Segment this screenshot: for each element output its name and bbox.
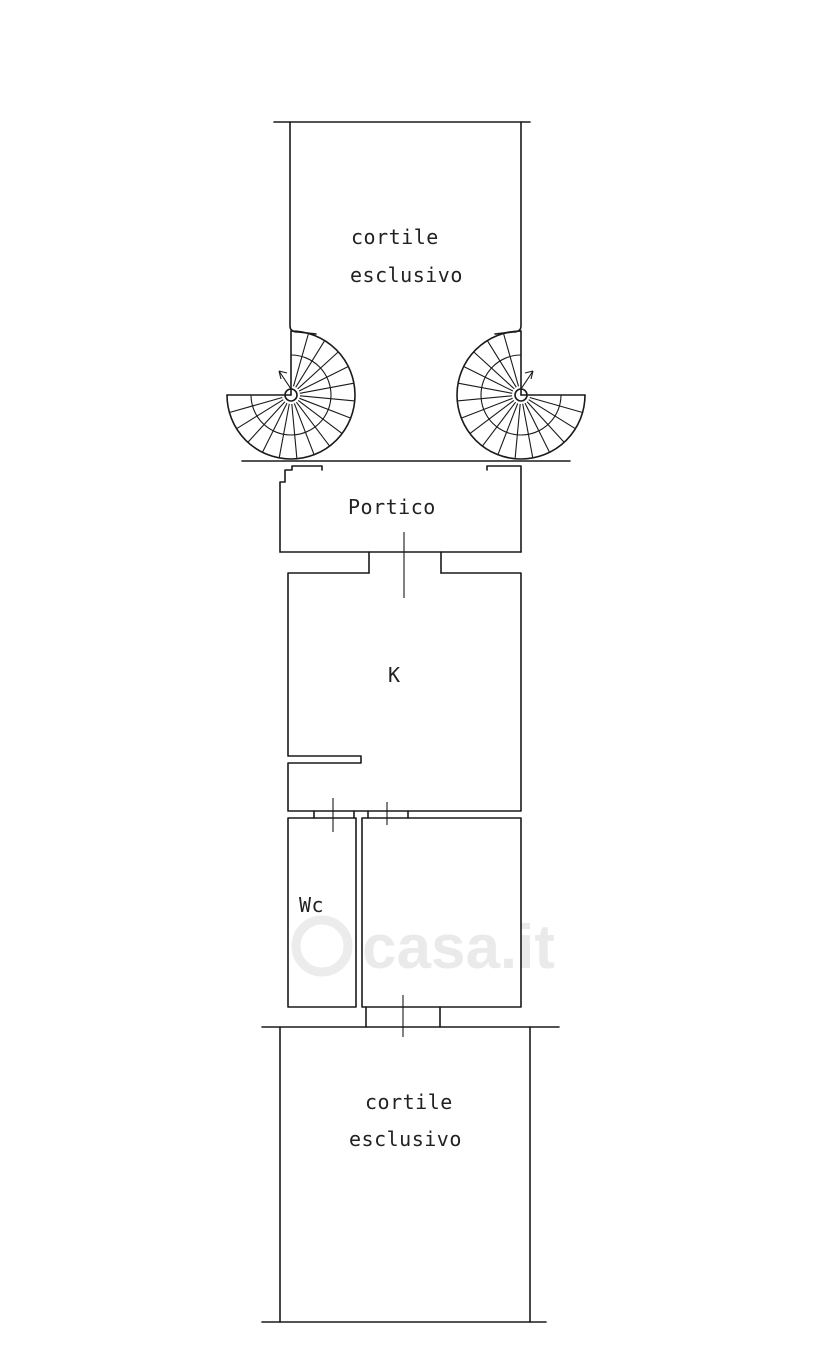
kitchen-walls	[287, 572, 522, 812]
stair-tread	[229, 396, 283, 414]
stair-tread	[236, 399, 284, 430]
bottom-courtyard-label-line2: esclusivo	[349, 1127, 462, 1151]
bathroom-walls	[287, 817, 357, 1008]
stair-tread	[297, 351, 339, 390]
portico-left-wall	[279, 465, 323, 553]
kitchen: K	[287, 572, 522, 812]
stair-arrow	[278, 370, 292, 390]
bottom-courtyard-label-line1: cortile	[365, 1090, 453, 1114]
top-courtyard: cortile esclusivo	[241, 121, 571, 462]
stair-tread	[298, 366, 349, 392]
stair-tread	[461, 397, 513, 419]
watermark-text: casa.it	[362, 913, 555, 982]
stair-tread	[486, 340, 517, 388]
stair-tread	[262, 402, 288, 453]
bathroom-label: Wc	[299, 893, 324, 917]
stair-tread	[297, 399, 343, 435]
stair-tread	[524, 402, 550, 453]
portico: Portico	[279, 465, 522, 553]
bathroom: Wc	[287, 817, 357, 1008]
room-unlabeled	[361, 817, 522, 1008]
spiral-staircase-left-icon	[226, 330, 356, 460]
watermark: casa.it	[291, 913, 555, 982]
bottom-courtyard: cortile esclusivo	[261, 1026, 560, 1323]
spiral-staircase-right-icon	[456, 330, 586, 460]
stair-tread	[457, 395, 513, 402]
stair-tread	[481, 401, 517, 447]
top-courtyard-left-wall	[289, 121, 317, 335]
stair-arrow	[520, 370, 534, 390]
stair-tread	[293, 403, 315, 455]
room-unlabeled-walls	[361, 817, 522, 1008]
stair-tread	[473, 351, 515, 390]
stair-tread	[463, 366, 514, 392]
stair-tread	[278, 403, 290, 459]
door-portico-kitchen	[368, 532, 442, 598]
stair-tread	[299, 397, 351, 419]
stair-tread	[291, 403, 298, 459]
stair-tread	[522, 403, 534, 459]
stair-tread	[502, 333, 520, 387]
door-room-courtyard	[365, 995, 441, 1037]
stair-tread	[497, 403, 519, 455]
stair-tread	[528, 399, 576, 430]
stair-tread	[292, 333, 310, 387]
stair-tread	[469, 399, 515, 435]
stair-tread	[526, 401, 565, 443]
portico-right-wall	[486, 465, 522, 553]
stair-tread	[457, 382, 513, 394]
stair-outer-arc	[456, 330, 586, 460]
inner-doors	[313, 798, 409, 832]
stair-tread	[247, 401, 286, 443]
stair-tread	[299, 382, 355, 394]
kitchen-label: K	[388, 663, 401, 687]
portico-label: Portico	[348, 495, 436, 519]
top-courtyard-label-line1: cortile	[351, 225, 439, 249]
stair-outer-arc	[226, 330, 356, 460]
stair-tread	[299, 395, 355, 402]
stair-tread	[295, 401, 331, 447]
top-courtyard-right-wall	[494, 121, 522, 335]
top-courtyard-label-line2: esclusivo	[350, 263, 463, 287]
stair-mid-arc	[480, 354, 562, 436]
stair-tread	[295, 340, 326, 388]
stair-tread	[514, 403, 521, 459]
stair-tread	[529, 396, 583, 414]
watermark-logo-icon	[291, 915, 353, 977]
stair-mid-arc	[250, 354, 332, 436]
